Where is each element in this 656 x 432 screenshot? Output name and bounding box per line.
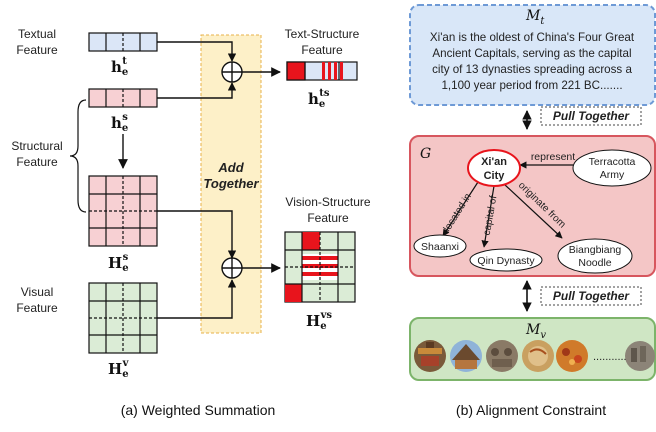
image-thumbnail-5 xyxy=(556,340,588,372)
svg-text:Army: Army xyxy=(600,169,625,181)
structural-label-1: Structural xyxy=(11,139,62,153)
symbol-h-t: het xyxy=(111,56,128,78)
edge-located-in xyxy=(442,181,479,237)
image-thumbnail-2 xyxy=(450,340,482,372)
svg-text:Qin Dynasty: Qin Dynasty xyxy=(477,255,535,267)
vision-structure-matrix xyxy=(284,231,356,303)
description-line-3: city of 13 dynasties spreading across a xyxy=(432,63,632,76)
pull-together-box-2 xyxy=(540,286,642,306)
textual-label-2: Feature xyxy=(16,43,58,57)
text-structure-vector xyxy=(286,61,358,81)
pull-together-label-1: Pull Together xyxy=(553,109,631,123)
structural-matrix xyxy=(88,175,158,247)
symbol-H-s: Hes xyxy=(108,252,129,274)
visual-label-1: Visual xyxy=(21,285,53,299)
textual-label-1: Textual xyxy=(18,27,56,41)
structural-vector xyxy=(88,88,158,108)
visual-label-2: Feature xyxy=(16,301,58,315)
description-line-2: Ancient Capitals, serving as the capital xyxy=(432,47,631,60)
node-biangbiang-noodle: Biangbiang Noodle xyxy=(557,238,633,274)
svg-text:Shaanxi: Shaanxi xyxy=(421,241,459,253)
symbol-h-s: hes xyxy=(111,112,128,134)
add-together-label-1: Add xyxy=(217,160,244,175)
caption-b: (b) Alignment Constraint xyxy=(456,402,606,418)
description-line-1: Xi'an is the oldest of China's Four Grea… xyxy=(430,31,635,44)
g-label: G xyxy=(420,146,431,162)
node-qin-dynasty: Qin Dynasty xyxy=(469,248,543,272)
visual-matrix xyxy=(88,282,158,354)
symbol-h-ts: hets xyxy=(308,88,330,110)
pull-together-label-2: Pull Together xyxy=(553,289,631,303)
connector-s xyxy=(157,82,237,99)
edge-originate-from xyxy=(503,183,563,239)
vs-title-1: Vision-Structure xyxy=(285,195,370,209)
mt-label: Mt xyxy=(525,8,545,27)
pull-together-box-1 xyxy=(540,106,642,126)
image-thumbnail-3 xyxy=(486,340,518,372)
description-line-4: 1,100 year period from 221 BC....... xyxy=(441,79,622,92)
ts-title-1: Text-Structure xyxy=(285,27,360,41)
ts-title-2: Feature xyxy=(301,43,343,57)
image-thumbnail-4 xyxy=(522,340,554,372)
vs-title-2: Feature xyxy=(307,211,349,225)
connector-Hs xyxy=(157,210,237,259)
image-thumbnail-1 xyxy=(414,340,446,372)
svg-text:City: City xyxy=(484,170,506,182)
structural-brace xyxy=(69,99,87,213)
structural-label-2: Feature xyxy=(16,155,58,169)
connector-Hv xyxy=(157,279,237,319)
svg-text:Noodle: Noodle xyxy=(578,257,611,269)
add-together-label-2: Together xyxy=(203,176,259,191)
edge-label-represent: represent xyxy=(531,151,575,163)
image-thumbnail-6 xyxy=(625,341,655,371)
connector-t xyxy=(157,41,237,62)
edge-capital-of xyxy=(481,185,495,248)
sum-operator-top xyxy=(221,61,243,83)
sum-operator-bottom xyxy=(221,257,243,279)
svg-text:Terracotta: Terracotta xyxy=(589,156,636,168)
symbol-H-vs: Hevs xyxy=(306,310,332,332)
svg-text:Biangbiang: Biangbiang xyxy=(569,244,622,256)
mv-label: Mv xyxy=(525,322,546,341)
text-modality-panel xyxy=(409,4,656,106)
textual-vector xyxy=(88,32,158,52)
node-shaanxi: Shaanxi xyxy=(413,234,467,258)
node-xian-city: Xi'an City xyxy=(467,149,521,187)
svg-text:Xi'an: Xi'an xyxy=(481,156,507,168)
ellipsis-dots: ........... xyxy=(593,351,627,363)
caption-a: (a) Weighted Summation xyxy=(121,402,276,418)
symbol-H-v: Hev xyxy=(108,358,130,380)
node-terracotta-army: Terracotta Army xyxy=(572,149,652,187)
